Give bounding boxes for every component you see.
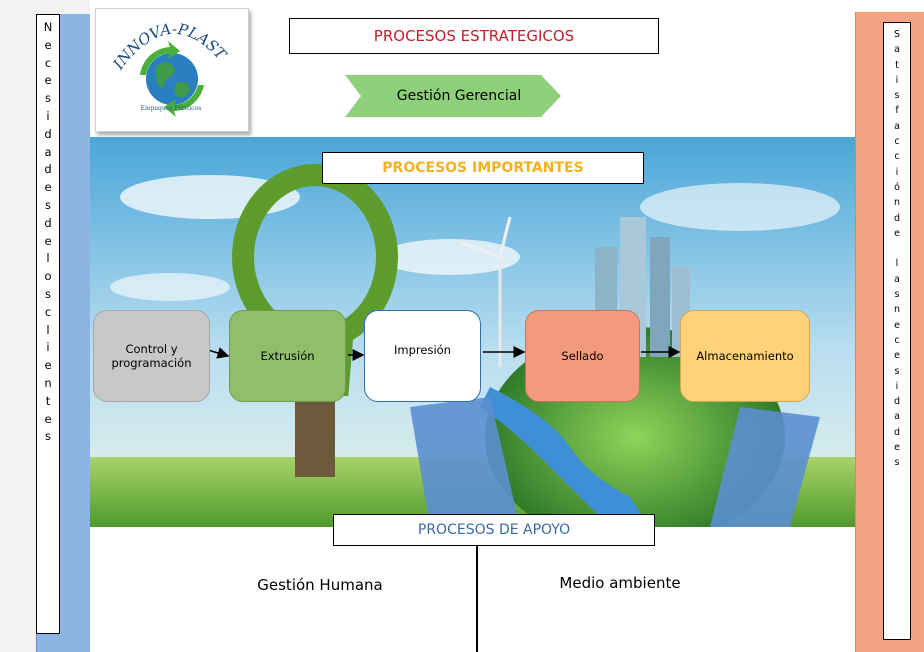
vertical-letter: c <box>894 136 900 148</box>
vertical-letter: c <box>44 55 52 70</box>
vertical-letter: e <box>44 411 52 426</box>
environment-label: Medio ambiente <box>559 574 681 592</box>
vertical-letter: i <box>895 74 899 86</box>
vertical-letter: i <box>895 380 899 392</box>
vertical-letter: s <box>894 457 900 469</box>
vertical-letter: N <box>43 20 53 34</box>
vertical-letter: i <box>46 108 50 123</box>
vertical-letter: e <box>894 350 900 362</box>
vertical-letter: d <box>893 212 901 224</box>
management-process-label: Gestión Gerencial <box>396 88 522 104</box>
vertical-letter: l <box>46 251 50 266</box>
vertical-letter: t <box>895 59 899 71</box>
vertical-letter: s <box>894 90 900 102</box>
vertical-letter: S <box>893 29 901 40</box>
vertical-letter: n <box>44 375 52 390</box>
vertical-letter: e <box>44 233 52 248</box>
vertical-letter: c <box>44 304 52 319</box>
human-management-label: Gestión Humana <box>257 576 383 594</box>
vertical-letter: e <box>44 73 52 88</box>
vertical-letter: f <box>895 105 899 117</box>
vertical-letter: l <box>46 322 50 337</box>
vertical-letter: ó <box>894 181 900 193</box>
svg-text:INNOVA-PLAST: INNOVA-PLAST <box>109 20 231 74</box>
vertical-letter: d <box>44 126 52 141</box>
step-extrusion: Extrusión <box>229 310 346 402</box>
globe-recycle-icon <box>140 41 204 117</box>
vertical-letter: s <box>45 197 51 212</box>
vertical-letter: c <box>894 151 900 163</box>
logo-subtitle: Empaques Plásticos <box>140 105 202 112</box>
support-processes-title: PROCESOS DE APOYO <box>333 514 655 546</box>
vertical-letter: l <box>895 258 899 270</box>
step-printing: Impresión <box>364 310 481 402</box>
vertical-letter: s <box>45 91 51 106</box>
vertical-letter: e <box>894 442 900 454</box>
vertical-letter: a <box>894 44 900 56</box>
step-sealing: Sellado <box>525 310 640 402</box>
vertical-letter: d <box>44 162 52 177</box>
vertical-letter: s <box>45 429 51 444</box>
vertical-letter: s <box>894 289 900 301</box>
vertical-letter: n <box>893 197 901 209</box>
vertical-letter: n <box>893 304 901 316</box>
vertical-letter: o <box>44 269 52 284</box>
important-processes-title: PROCESOS IMPORTANTES <box>322 152 644 184</box>
support-divider <box>476 546 478 652</box>
vertical-letter: e <box>894 227 900 239</box>
vertical-letter: e <box>894 319 900 331</box>
strategic-process-arrow <box>345 75 561 117</box>
vertical-letter: d <box>893 396 901 408</box>
strategic-processes-title: PROCESOS ESTRATEGICOS <box>289 18 659 54</box>
vertical-letter: e <box>44 37 52 52</box>
vertical-letter: a <box>894 411 900 423</box>
step-control-programming: Control y programación <box>93 310 210 402</box>
vertical-letter: e <box>44 180 52 195</box>
vertical-letter: t <box>45 393 51 408</box>
vertical-letter <box>895 241 898 256</box>
vertical-letter: c <box>894 334 900 346</box>
vertical-letter: d <box>44 215 52 230</box>
vertical-letter: a <box>894 273 900 285</box>
vertical-letter: i <box>895 166 899 178</box>
logo-wordmark: INNOVA-PLAST <box>109 20 231 74</box>
vertical-letter: s <box>894 365 900 377</box>
vertical-letter: i <box>46 340 50 355</box>
step-storage: Almacenamiento <box>680 310 810 402</box>
company-logo: INNOVA-PLAST Empaques Plásticos <box>95 8 249 132</box>
vertical-letter: a <box>894 120 900 132</box>
vertical-letter: d <box>893 426 901 438</box>
vertical-letter: a <box>44 144 52 159</box>
vertical-letter: e <box>44 358 52 373</box>
vertical-letter: s <box>45 286 51 301</box>
